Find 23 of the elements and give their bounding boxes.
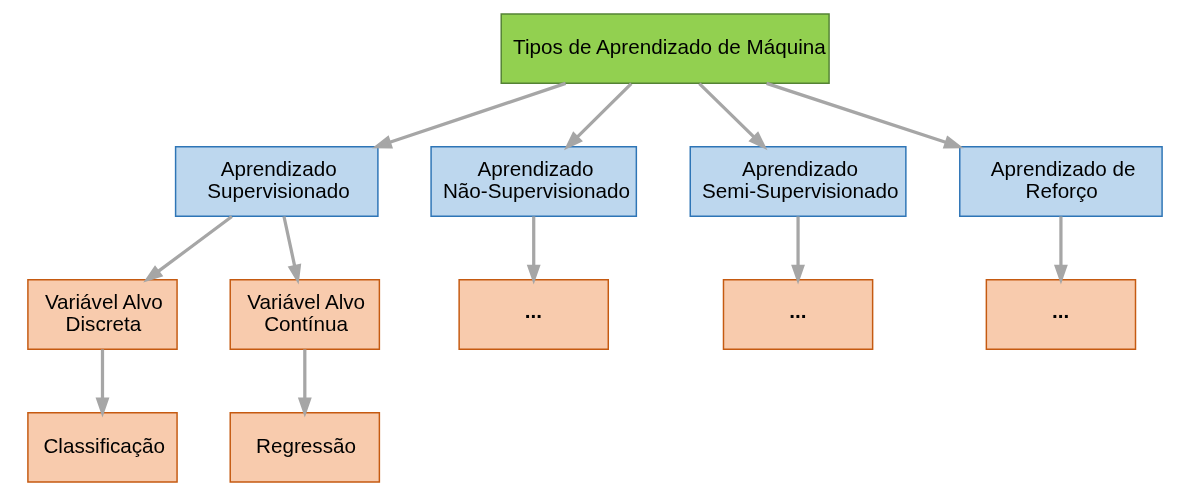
node-box: Variável Alvo Discreta — [27, 279, 178, 350]
arrow — [95, 349, 110, 418]
node-box: Variável Alvo Contínua — [229, 279, 381, 350]
arrow — [297, 349, 312, 418]
node-box: Regressão — [229, 411, 381, 483]
arrow — [143, 215, 233, 283]
arrow — [372, 81, 567, 149]
node-box: Aprendizado de Reforço — [959, 146, 1163, 217]
node-box: Aprendizado Semi-Supervisionado — [689, 146, 907, 217]
node-box: Aprendizado Não-Supervisionado — [430, 146, 638, 217]
arrow — [526, 216, 541, 285]
node-box: ... — [722, 279, 874, 350]
node-box: Aprendizado Supervisionado — [174, 146, 379, 217]
arrow — [563, 82, 633, 151]
arrow — [766, 81, 964, 149]
arrow — [698, 82, 768, 151]
arrow — [1054, 216, 1068, 285]
node-box: Classificação — [27, 411, 178, 483]
node-box: ... — [458, 279, 610, 350]
node-box: ... — [985, 279, 1137, 350]
node-box: Tipos de Aprendizado de Máquina — [500, 13, 830, 85]
arrow — [282, 216, 302, 285]
arrow — [791, 216, 805, 285]
